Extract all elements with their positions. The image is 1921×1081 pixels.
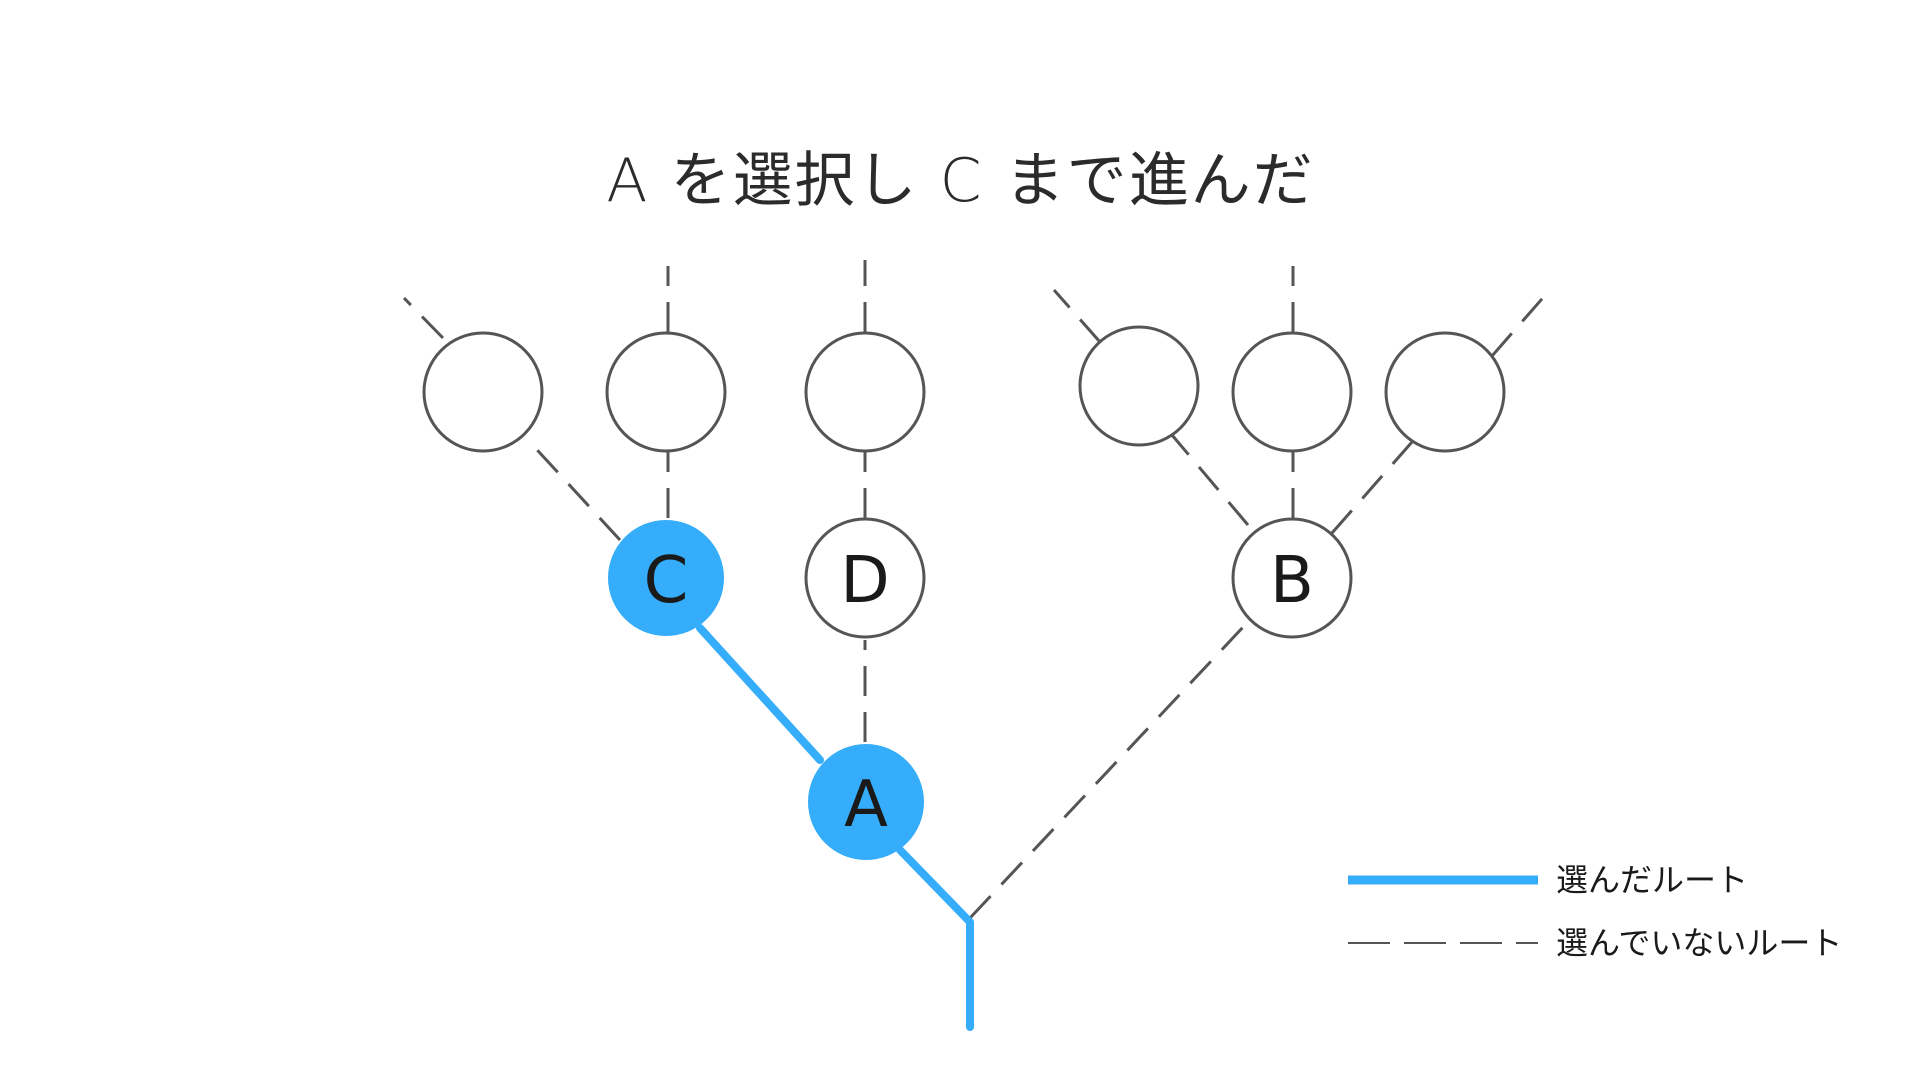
node-b-circle <box>1231 517 1353 639</box>
node-d: D <box>804 517 926 639</box>
legend-unselected-label: 選んでいないルート <box>1556 924 1842 962</box>
node-a-circle <box>808 744 924 860</box>
node-c: C <box>608 520 724 636</box>
node-d-label: D <box>840 544 889 618</box>
edge-a-c <box>696 624 824 764</box>
legend-selected-label: 選んだルート <box>1556 861 1748 899</box>
selected-edges <box>696 624 974 1031</box>
node-c-label: C <box>644 544 689 618</box>
node-b-label: B <box>1270 544 1314 618</box>
edge-leaf4-up <box>1052 289 1102 343</box>
edge-c-leaf1 <box>526 438 622 542</box>
page-title: A を選択し C まで進んだ <box>606 146 1315 216</box>
leaf-node-5 <box>1231 331 1353 453</box>
node-a: A <box>808 744 924 860</box>
node-b: B <box>1231 517 1353 639</box>
leaf-node-4 <box>1078 325 1200 447</box>
node-c-circle <box>608 520 724 636</box>
edge-b-leaf4 <box>1170 434 1250 526</box>
leaf-node-2 <box>605 331 727 453</box>
edge-b-leaf6 <box>1330 441 1414 534</box>
leaf-nodes <box>422 325 1506 453</box>
leaf-node-3 <box>804 331 926 453</box>
edge-leaf1-up <box>402 296 445 340</box>
unselected-edges <box>402 260 1550 920</box>
node-d-circle <box>804 517 926 639</box>
leaf-node-1 <box>422 331 544 453</box>
edge-leaf6-up <box>1490 291 1550 357</box>
legend: 選んだルート 選んでいないルート <box>1348 861 1842 962</box>
leaf-node-6 <box>1384 331 1506 453</box>
edge-root-trunk <box>896 846 974 1031</box>
node-a-label: A <box>844 768 888 842</box>
edge-root-b <box>968 623 1247 920</box>
